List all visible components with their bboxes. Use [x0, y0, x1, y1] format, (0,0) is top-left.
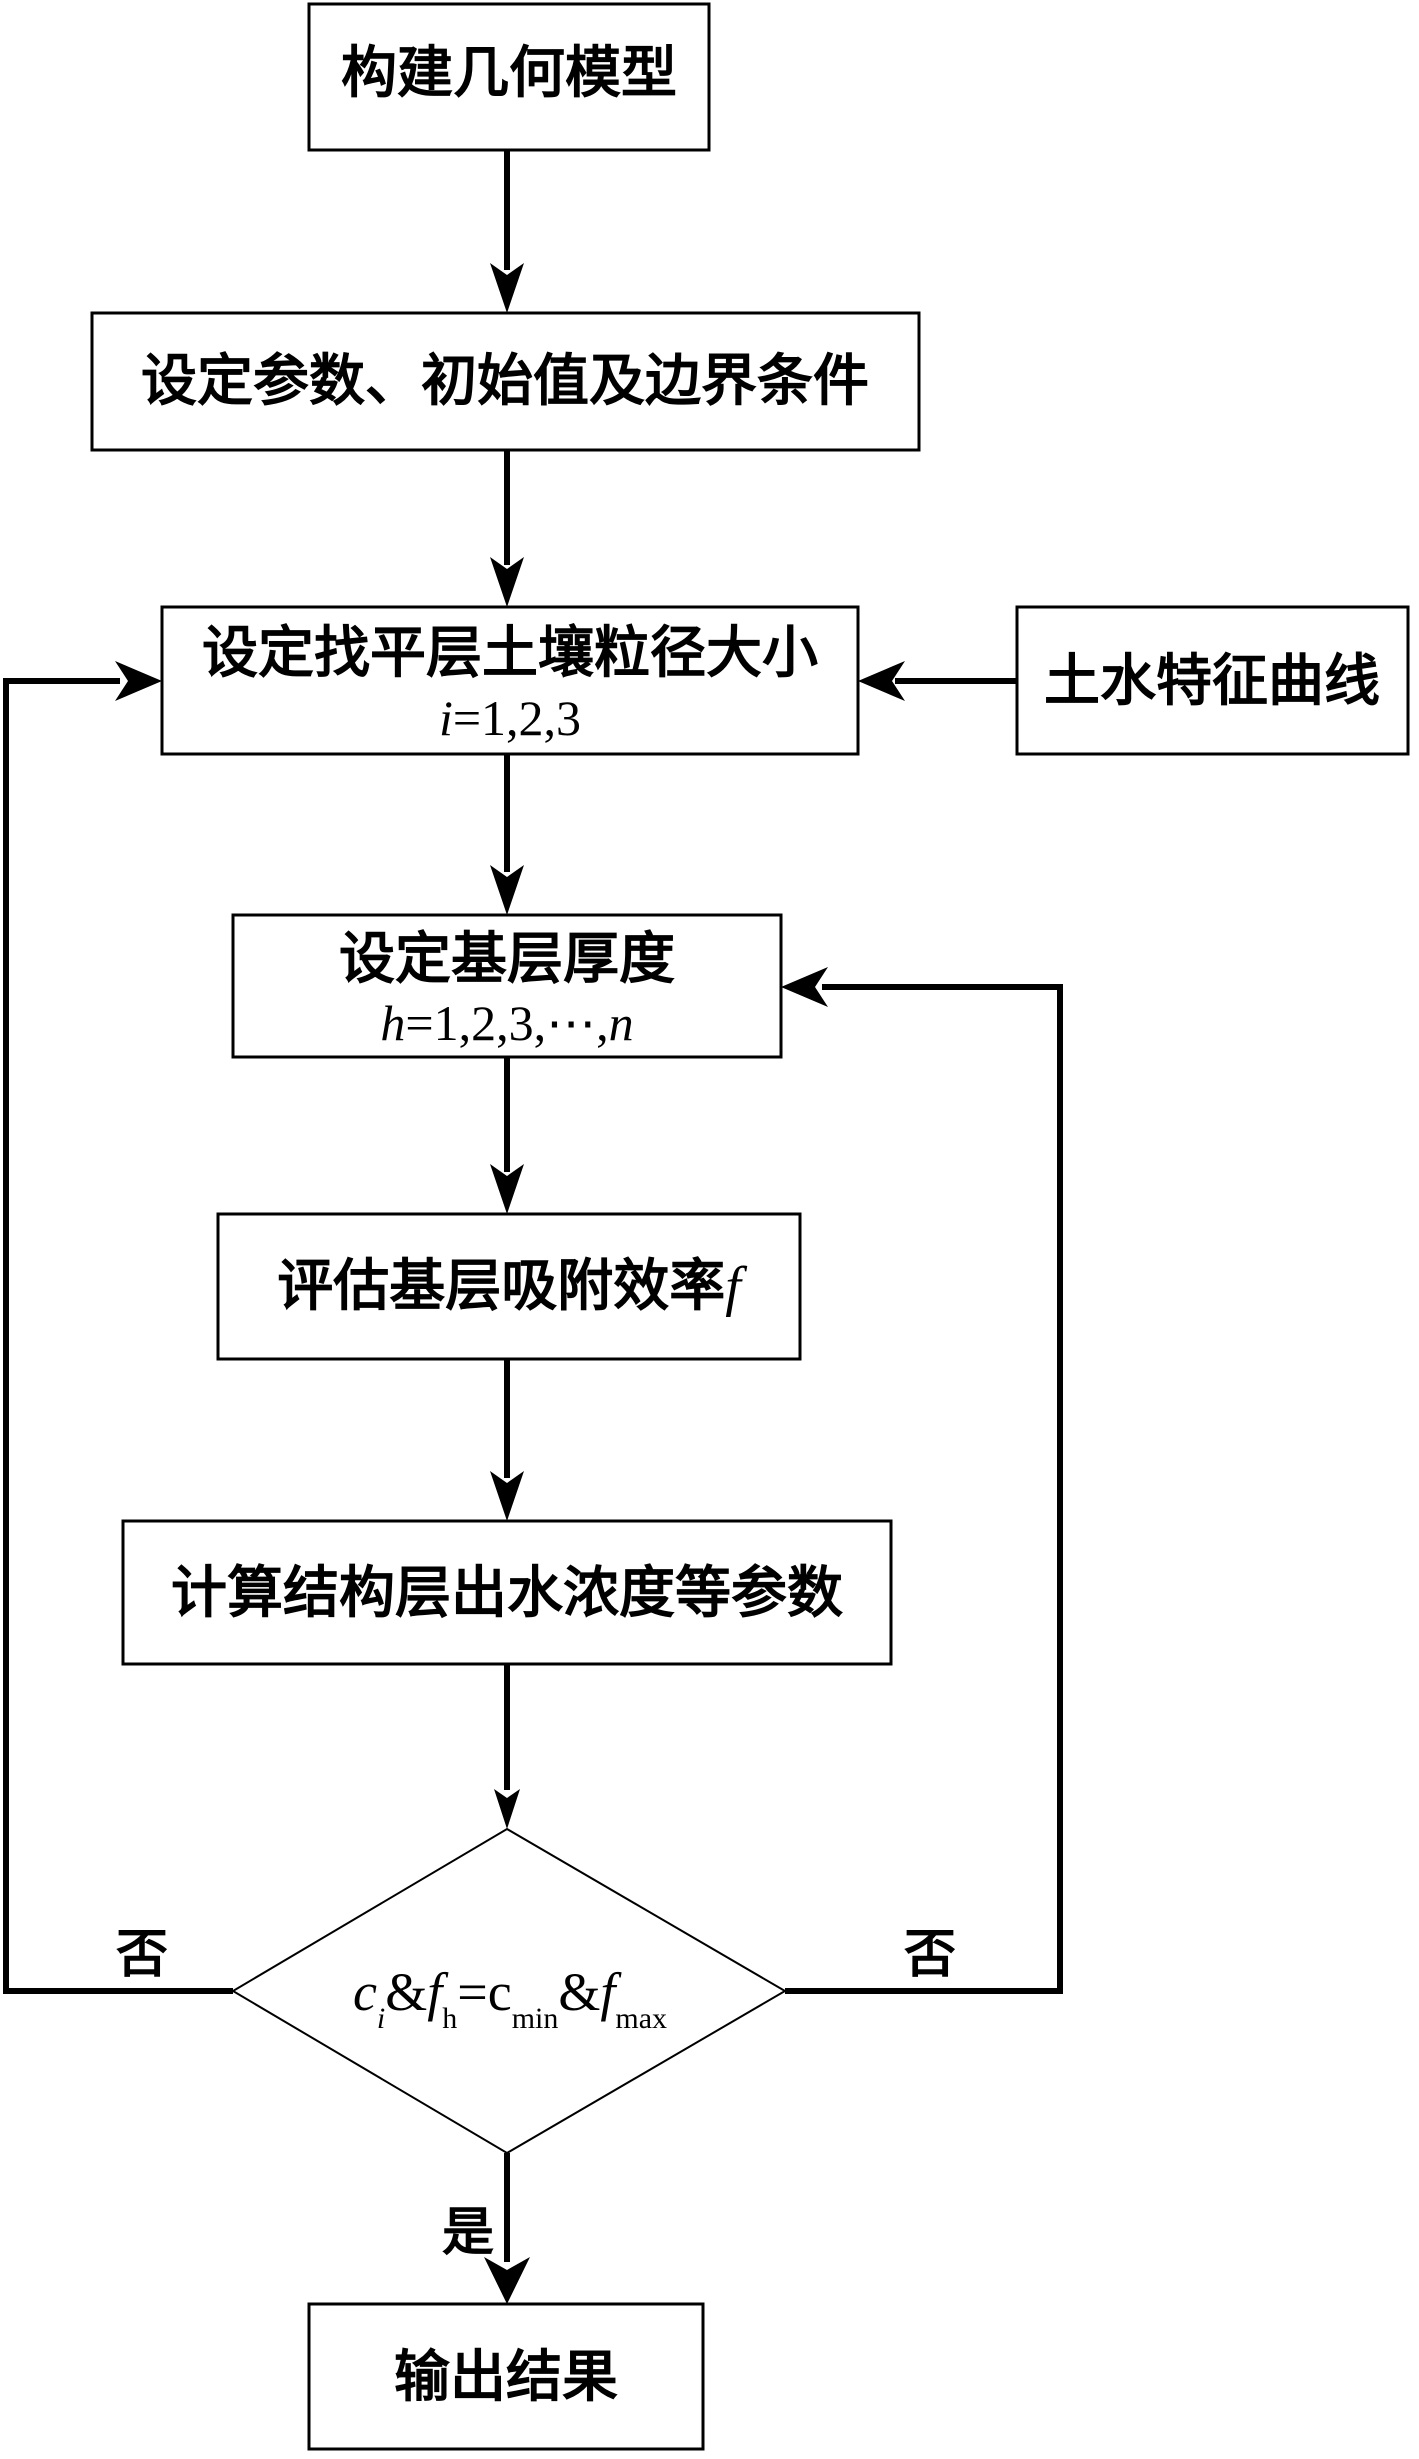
node-set-params: 设定参数、初始值及边界条件	[90, 311, 921, 452]
arrow-params-to-particle	[490, 450, 524, 607]
cond-amp1: &	[385, 1962, 427, 2022]
node-eval-efficiency: 评估基层吸附效率f	[216, 1212, 802, 1361]
arrow-thickness-to-eval	[490, 1057, 524, 1214]
cond-eq: =c	[457, 1962, 511, 2022]
var-h: h	[380, 995, 405, 1051]
node-output: 输出结果	[307, 2302, 705, 2451]
node-compute-label: 计算结构层出水浓度等参数	[171, 1560, 843, 1626]
arrow-swcc-to-particle	[858, 661, 1017, 701]
cond-f-sub: h	[442, 2002, 457, 2035]
node-set-particle-range: i=1,2,3	[439, 690, 581, 746]
edge-label-no-left: 否	[116, 1924, 168, 1985]
decision-condition: ci&fh=cmin&fmax	[353, 1962, 667, 2035]
node-set-particle-label: 设定找平层土壤粒径大小	[202, 620, 818, 686]
node-compute: 计算结构层出水浓度等参数	[121, 1519, 893, 1666]
node-swcc: 土水特征曲线	[1015, 605, 1410, 756]
var-i: i	[439, 690, 453, 746]
node-eval-efficiency-label: 评估基层吸附效率f	[277, 1253, 748, 1319]
node-set-thickness-range: h=1,2,3,⋯,n	[380, 995, 633, 1051]
cond-c: c	[353, 1962, 377, 2022]
cond-c-sub: i	[377, 2002, 385, 2035]
node-set-thickness: 设定基层厚度 h=1,2,3,⋯,n	[231, 913, 783, 1059]
arrow-compute-to-decision	[494, 1664, 520, 1829]
loop-no-right	[781, 967, 1063, 1994]
node-build-model: 构建几何模型	[307, 2, 711, 152]
arrow-decision-to-output	[484, 2153, 530, 2304]
edge-label-no-right: 否	[904, 1924, 956, 1985]
node-set-params-label: 设定参数、初始值及边界条件	[141, 348, 869, 414]
node-decision: ci&fh=cmin&fmax	[231, 1827, 787, 2155]
loop-no-left	[3, 661, 233, 1994]
arrow-particle-to-thickness	[490, 754, 524, 915]
node-build-model-label: 构建几何模型	[341, 40, 677, 106]
node-swcc-label: 土水特征曲线	[1044, 648, 1380, 714]
node-set-particle: 设定找平层土壤粒径大小 i=1,2,3	[160, 605, 860, 756]
range-h: =1,2,3,⋯,	[405, 995, 608, 1051]
cond-fmax-sub: max	[615, 2002, 667, 2035]
cond-cmin-sub: min	[512, 2002, 559, 2035]
range-h-end: n	[609, 995, 634, 1051]
range-i: =1,2,3	[453, 690, 581, 746]
edge-label-yes: 是	[442, 2202, 494, 2263]
arrow-build-to-params	[490, 150, 524, 313]
eval-text: 评估基层吸附效率	[277, 1253, 725, 1319]
node-output-label: 输出结果	[394, 2344, 618, 2410]
node-set-thickness-label: 设定基层厚度	[339, 926, 675, 992]
cond-amp2: &	[558, 1962, 600, 2022]
arrow-eval-to-compute	[490, 1359, 524, 1521]
